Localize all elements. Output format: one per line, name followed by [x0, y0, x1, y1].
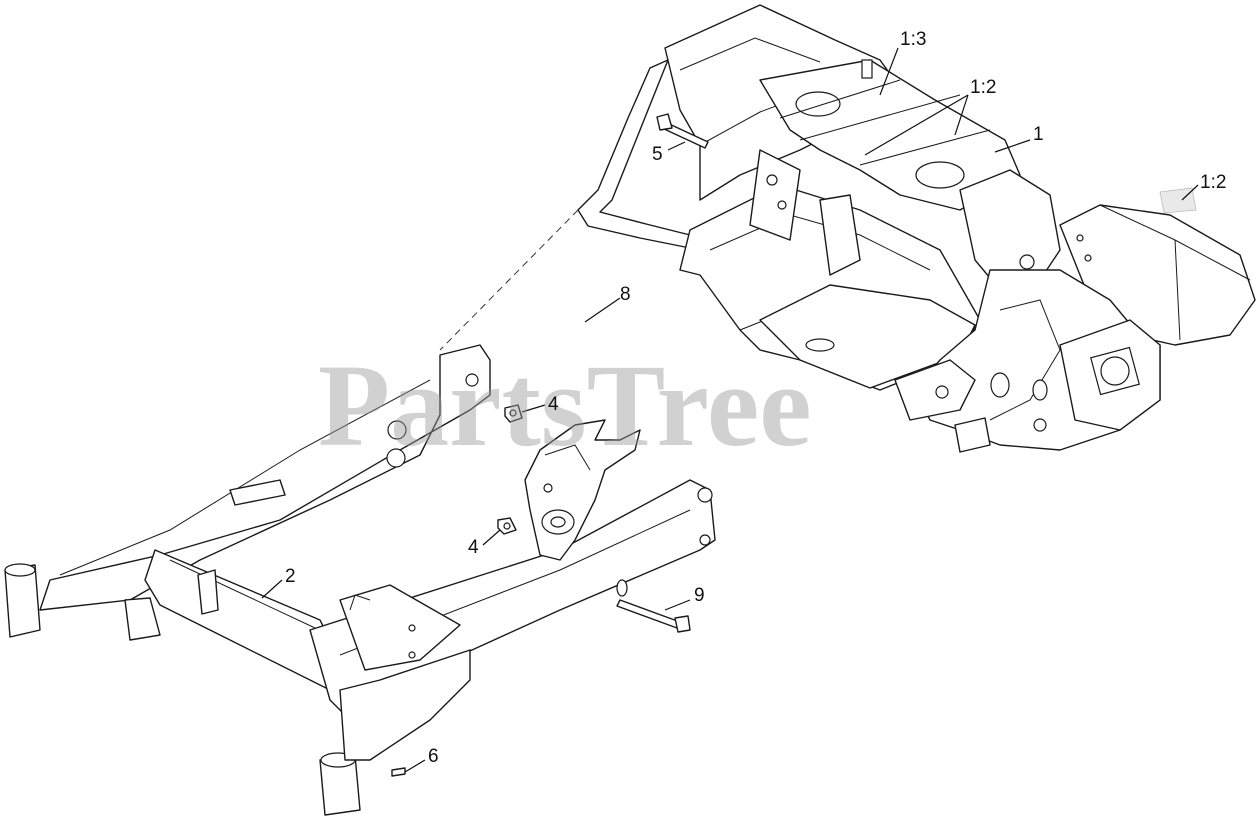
sub-frame-part-2 [4, 344, 716, 816]
callout-6: 6 [428, 746, 439, 767]
callout-4-upper: 4 [548, 394, 559, 415]
callout-1-3: 1:3 [900, 29, 926, 50]
pin-part-6 [391, 767, 406, 777]
callout-2: 2 [285, 566, 296, 587]
leader-lines [261, 47, 1199, 773]
callout-1-2-right: 1:2 [1200, 172, 1226, 193]
bolt-part-5 [656, 113, 709, 149]
nut-part-4-upper [504, 404, 523, 423]
callout-8: 8 [620, 284, 631, 305]
callout-1: 1 [1033, 124, 1044, 145]
decal-part-1-2 [1159, 187, 1197, 214]
callout-5: 5 [652, 144, 663, 165]
callout-9: 9 [694, 585, 705, 606]
watermark-text: PartsTree [318, 340, 812, 471]
nut-part-4-lower [497, 517, 517, 535]
callout-4-lower: 4 [468, 537, 479, 558]
bolt-part-9 [616, 579, 691, 633]
bracket-part-8 [524, 419, 641, 561]
callout-1-2-top: 1:2 [970, 77, 996, 98]
alignment-dashed-line [439, 209, 579, 351]
main-frame-part-1 [577, 4, 1256, 453]
